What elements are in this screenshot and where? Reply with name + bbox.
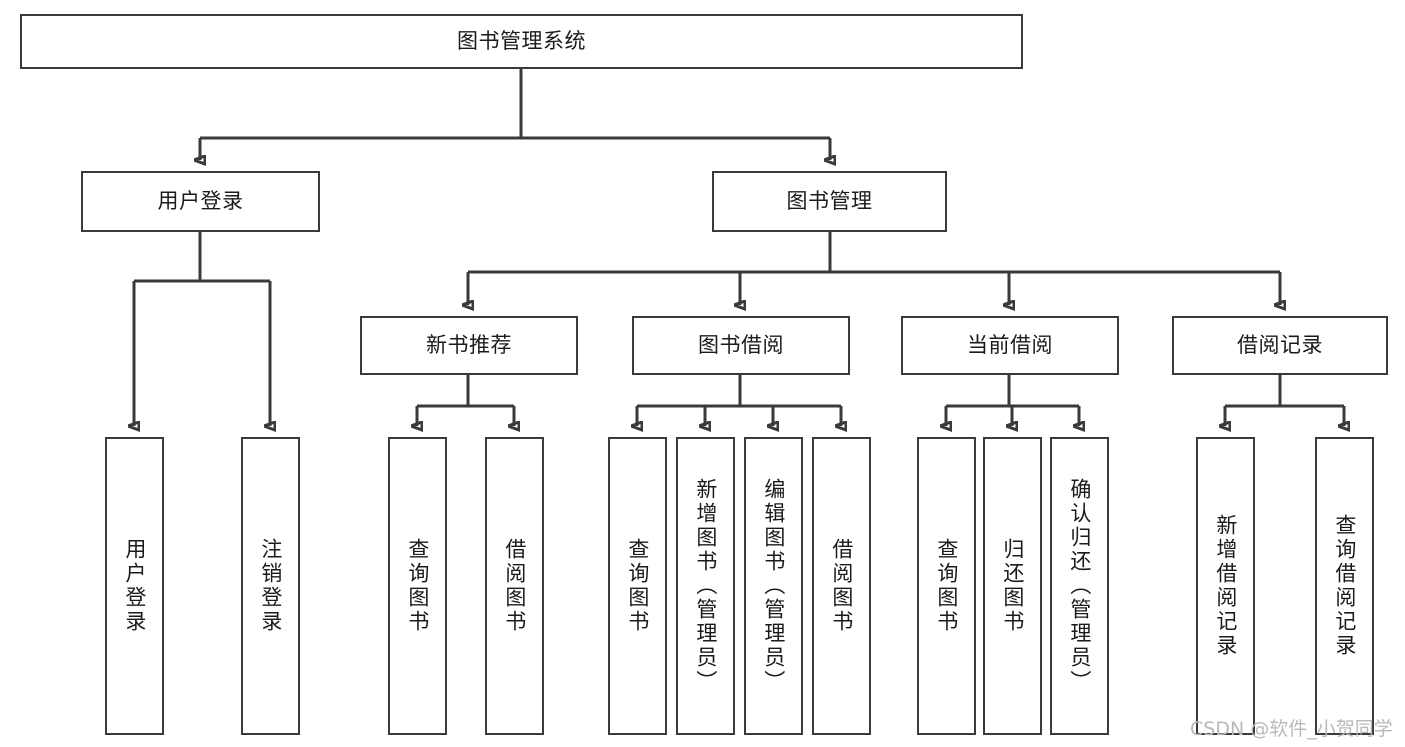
node-borrow-record[interactable]: 借阅记录 <box>1172 316 1388 375</box>
node-root[interactable]: 图书管理系统 <box>20 14 1023 69</box>
node-current-borrow[interactable]: 当前借阅 <box>901 316 1119 375</box>
node-leaf-borrow-book-1-label: 借阅图书 <box>502 538 527 634</box>
node-leaf-borrow-book-2-label: 借阅图书 <box>829 538 854 634</box>
node-borrow-record-label: 借阅记录 <box>1237 333 1323 358</box>
node-leaf-query-book-2-label: 查询图书 <box>625 538 650 634</box>
node-leaf-user-logout-label: 注销登录 <box>258 538 283 634</box>
node-root-label: 图书管理系统 <box>457 29 586 54</box>
node-leaf-borrow-book-1[interactable]: 借阅图书 <box>485 437 544 735</box>
node-leaf-confirm-return[interactable]: 确认归还（管理员） <box>1050 437 1109 735</box>
node-leaf-add-record-label: 新增借阅记录 <box>1213 514 1238 658</box>
node-leaf-add-book-label: 新增图书（管理员） <box>693 478 718 694</box>
node-book-manage[interactable]: 图书管理 <box>712 171 947 232</box>
node-leaf-add-book[interactable]: 新增图书（管理员） <box>676 437 735 735</box>
node-leaf-query-book-2[interactable]: 查询图书 <box>608 437 667 735</box>
node-current-borrow-label: 当前借阅 <box>967 333 1053 358</box>
node-leaf-user-login[interactable]: 用户登录 <box>105 437 164 735</box>
node-leaf-query-book-3-label: 查询图书 <box>934 538 959 634</box>
node-leaf-query-record-label: 查询借阅记录 <box>1332 514 1357 658</box>
watermark: CSDN @软件_小贺同学 <box>1190 718 1393 740</box>
node-leaf-query-book-3[interactable]: 查询图书 <box>917 437 976 735</box>
node-leaf-edit-book-label: 编辑图书（管理员） <box>761 478 786 694</box>
node-leaf-edit-book[interactable]: 编辑图书（管理员） <box>744 437 803 735</box>
node-book-borrow-label: 图书借阅 <box>698 333 784 358</box>
node-leaf-query-book-1[interactable]: 查询图书 <box>388 437 447 735</box>
node-leaf-borrow-book-2[interactable]: 借阅图书 <box>812 437 871 735</box>
node-leaf-add-record[interactable]: 新增借阅记录 <box>1196 437 1255 735</box>
node-new-book-rec[interactable]: 新书推荐 <box>360 316 578 375</box>
node-leaf-return-book[interactable]: 归还图书 <box>983 437 1042 735</box>
node-leaf-user-login-label: 用户登录 <box>122 538 147 634</box>
node-user-login[interactable]: 用户登录 <box>81 171 320 232</box>
node-book-borrow[interactable]: 图书借阅 <box>632 316 850 375</box>
node-leaf-confirm-return-label: 确认归还（管理员） <box>1067 478 1092 694</box>
node-new-book-rec-label: 新书推荐 <box>426 333 512 358</box>
node-leaf-return-book-label: 归还图书 <box>1000 538 1025 634</box>
node-user-login-label: 用户登录 <box>157 189 244 214</box>
node-leaf-query-record[interactable]: 查询借阅记录 <box>1315 437 1374 735</box>
node-leaf-query-book-1-label: 查询图书 <box>405 538 430 634</box>
node-book-manage-label: 图书管理 <box>786 189 873 214</box>
node-leaf-user-logout[interactable]: 注销登录 <box>241 437 300 735</box>
